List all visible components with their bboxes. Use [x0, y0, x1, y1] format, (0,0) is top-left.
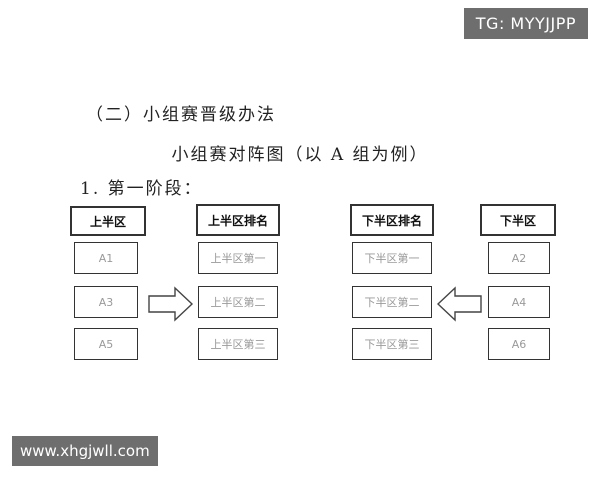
upper-half-ranking-header: 上半区排名 [196, 204, 280, 236]
lower-half-ranking-header: 下半区排名 [350, 204, 434, 236]
lower-half-third: 下半区第三 [352, 328, 432, 360]
upper-half-first: 上半区第一 [198, 242, 278, 274]
upper-half-second: 上半区第二 [198, 286, 278, 318]
team-a6: A6 [488, 328, 550, 360]
watermark-top: TG: MYYJJPP [463, 8, 588, 39]
upper-half-third: 上半区第三 [198, 328, 278, 360]
arrow-left-icon [436, 286, 482, 322]
section-heading: （二）小组赛晋级办法 [86, 105, 276, 125]
watermark-bottom: www.xhgjwll.com [12, 436, 158, 466]
team-a1: A1 [74, 242, 138, 274]
team-a2: A2 [488, 242, 550, 274]
team-a4: A4 [488, 286, 550, 318]
team-a5: A5 [74, 328, 138, 360]
lower-half-first: 下半区第一 [352, 242, 432, 274]
chart-title: 小组赛对阵图（以 A 组为例） [171, 145, 429, 165]
arrow-right-icon [148, 286, 194, 322]
team-a3: A3 [74, 286, 138, 318]
stage-label: 1. 第一阶段： [80, 179, 203, 199]
upper-half-header: 上半区 [70, 206, 146, 236]
lower-half-header: 下半区 [480, 204, 556, 236]
lower-half-second: 下半区第二 [352, 286, 432, 318]
